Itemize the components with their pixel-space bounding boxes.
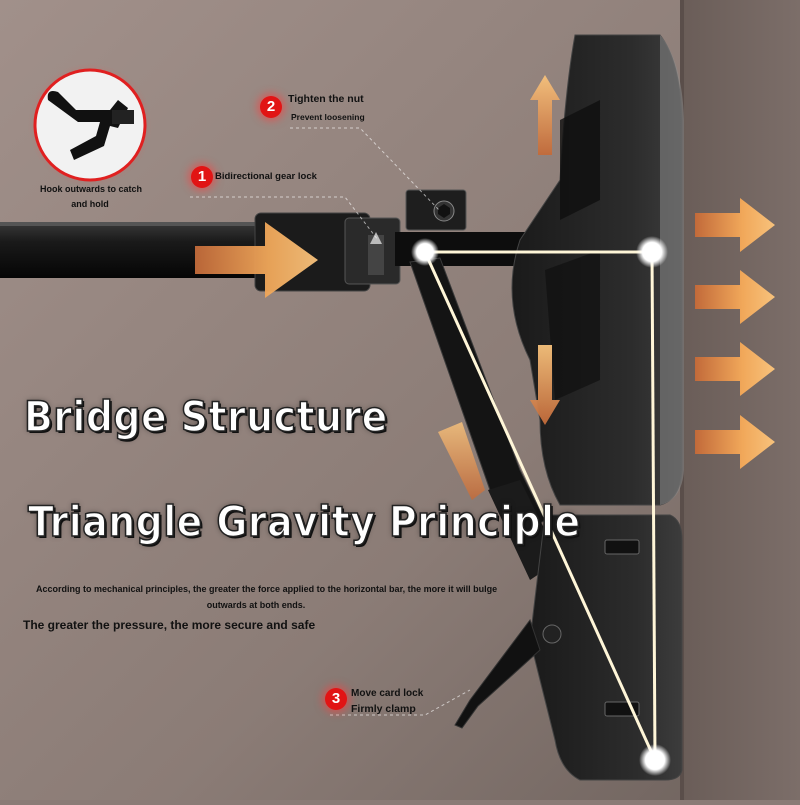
- callout-2-subtitle: Prevent loosening: [291, 112, 365, 122]
- down-arrow-icon: [530, 345, 560, 425]
- description-line2: outwards at both ends.: [206, 600, 306, 610]
- strut-arrow-icon: [438, 422, 485, 500]
- callout-1-badge: 1: [191, 166, 213, 188]
- callout-3-title: Move card lock: [351, 688, 424, 699]
- callout-2-title: Tighten the nut: [288, 93, 364, 105]
- up-arrow-icon: [530, 75, 560, 155]
- outward-arrows: [695, 198, 775, 469]
- callout-3-subtitle: Firmly clamp: [351, 703, 416, 715]
- callout-2-badge: 2: [260, 96, 282, 118]
- door-panel: [682, 0, 800, 800]
- callout-1-title: Bidirectional gear lock: [215, 171, 317, 182]
- lower-clamp-body: [529, 514, 683, 781]
- heading-triangle-gravity: Triangle Gravity Principle: [27, 496, 581, 547]
- callout-3-badge: 3: [325, 688, 347, 710]
- description-text: According to mechanical principles, the …: [36, 581, 497, 613]
- hook-inset: [28, 63, 152, 187]
- callout-lines: [190, 127, 471, 716]
- pivot-point-right: [636, 236, 668, 268]
- hook-caption-line2: and hold: [71, 199, 109, 209]
- heading-bridge-structure: Bridge Structure: [23, 391, 388, 442]
- hook-caption-line1: Hook outwards to catch: [40, 184, 143, 194]
- description-line1: According to mechanical principles, the …: [36, 584, 498, 594]
- card-lock-lever: [454, 618, 541, 729]
- pivot-point-bottom: [639, 744, 671, 776]
- push-arrow-icon: [195, 222, 318, 298]
- force-triangle: [423, 250, 657, 761]
- tagline-text: The greater the pressure, the more secur…: [23, 618, 316, 632]
- pivot-point-left: [411, 238, 439, 266]
- hook-caption: Hook outwards to catch and hold: [40, 182, 143, 212]
